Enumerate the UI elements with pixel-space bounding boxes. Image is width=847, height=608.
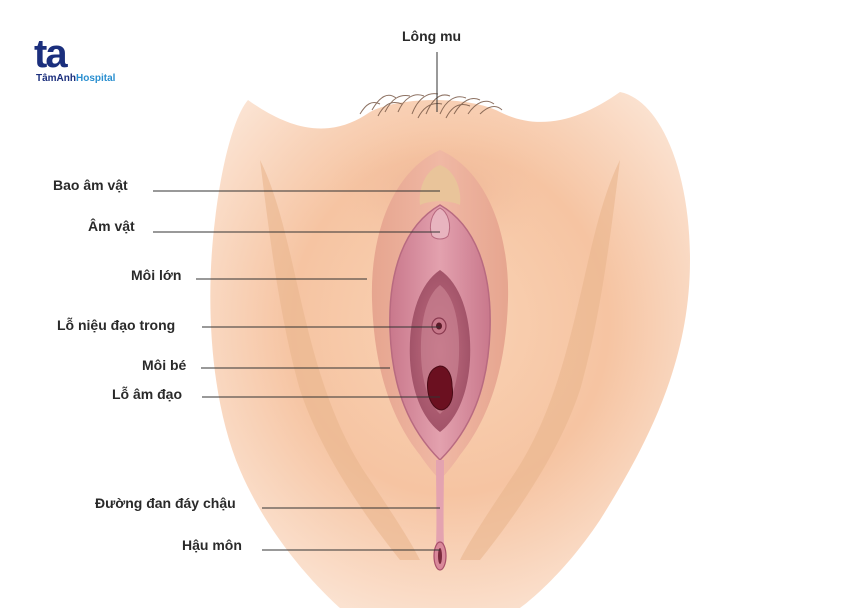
clitoris-shape [429,207,451,240]
label-clitoris: Âm vật [88,218,135,234]
label-urethral-opening: Lỗ niệu đạo trong [57,317,176,333]
brand-name-part1: TâmAnh [36,73,76,84]
label-vaginal-opening: Lỗ âm đạo [112,386,183,402]
clitoral-hood-shape [419,165,461,205]
label-perineum: Đường đan đáy chậu [95,495,236,511]
perineum-shape [436,460,444,545]
brand-logo-text: TâmAnhHospital [36,74,115,84]
vaginal-opening-shape [427,365,453,411]
label-pubic-hair: Lông mu [402,28,462,44]
label-clitoral-hood: Bao âm vật [53,177,128,193]
label-anus: Hậu môn [182,537,242,553]
pubic-hair [359,93,503,119]
brand-name-part2: Hospital [76,73,116,84]
label-labia-minora: Môi bé [142,357,187,373]
brand-logo-mark: ta [34,32,68,76]
label-labia-majora: Môi lớn [131,267,182,283]
